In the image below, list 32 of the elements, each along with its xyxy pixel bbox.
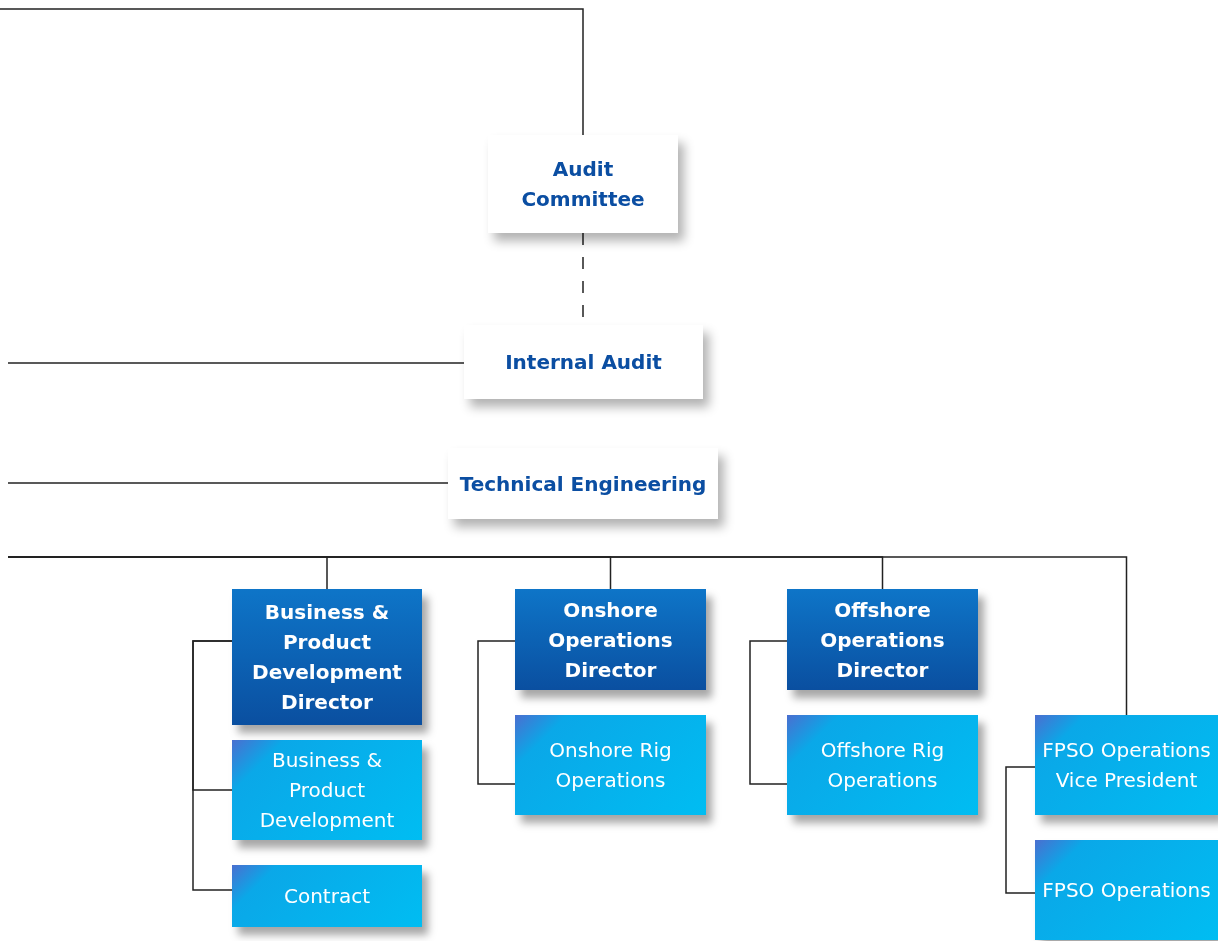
department-box	[1035, 840, 1218, 940]
department-box	[1035, 715, 1218, 815]
connector-line	[192, 640, 233, 891]
box-label: Offshore Operations Director	[819, 596, 946, 684]
box-label: Internal Audit	[505, 349, 662, 376]
director-box	[787, 589, 978, 690]
unit-box	[464, 325, 703, 399]
box-label: Technical Engineering	[459, 470, 707, 498]
connector-line	[477, 640, 516, 785]
box-label: Onshore Operations Director	[547, 596, 674, 684]
department-box	[232, 740, 422, 840]
unit-box	[488, 135, 678, 233]
connector-line	[7, 556, 1128, 716]
connector-line	[7, 362, 465, 364]
box-label: Audit Committee	[520, 156, 646, 213]
department-box	[787, 715, 978, 815]
box-label: Onshore Rig Operations	[548, 737, 673, 794]
box-label: FPSO Operations	[1042, 877, 1211, 904]
box-label: Business & Product Development Director	[251, 599, 403, 716]
connector-line	[7, 482, 449, 484]
unit-box	[448, 448, 718, 519]
connector-line	[0, 8, 584, 136]
box-label: Contract	[283, 883, 370, 910]
box-label: Offshore Rig Operations	[819, 737, 946, 794]
department-box	[232, 865, 422, 927]
box-label: FPSO Operations Vice President	[1041, 737, 1212, 794]
department-box	[515, 715, 706, 815]
connector-line	[1005, 766, 1036, 894]
director-box	[232, 589, 422, 725]
connector-line	[749, 640, 788, 785]
director-box	[515, 589, 706, 690]
box-label: Business & Product Development	[258, 747, 396, 834]
